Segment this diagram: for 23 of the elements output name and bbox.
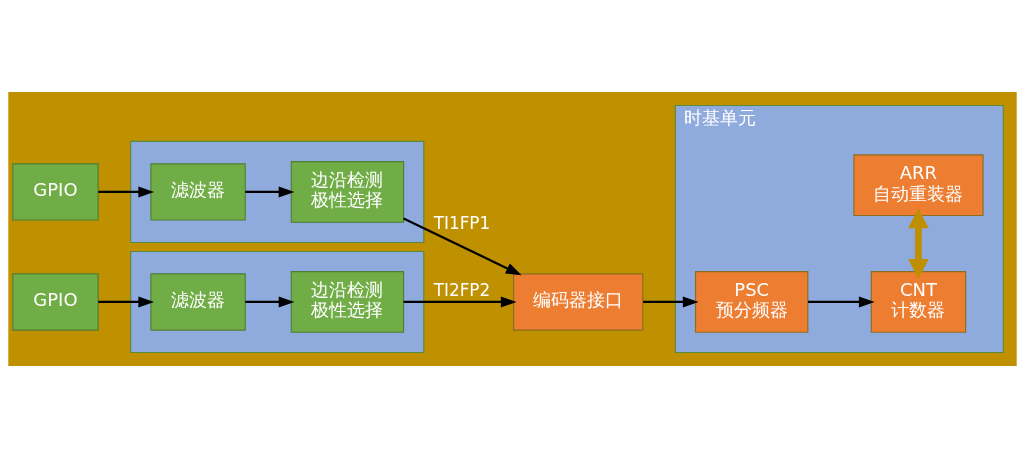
arrow	[245, 295, 295, 307]
arrow	[98, 185, 155, 197]
node-box: 滤波器	[150, 162, 246, 221]
node-box: ARR 自动重装器	[853, 153, 984, 216]
arrow	[403, 295, 517, 307]
node-box: PSC 预分频器	[695, 270, 809, 333]
node-box: 边沿检测 极性选择	[290, 160, 405, 223]
arrow	[808, 295, 875, 307]
node-box: CNT 计数器	[870, 270, 967, 333]
edge-label: TI2FP2	[433, 279, 491, 300]
node-box: 边沿检测 极性选择	[290, 270, 405, 333]
arrow	[245, 185, 295, 197]
node-box: GPIO	[12, 162, 99, 221]
node-box: GPIO	[12, 272, 99, 331]
arrow	[403, 216, 522, 275]
node-box: 滤波器	[150, 272, 246, 331]
arrow	[908, 208, 929, 279]
node-box: 编码器接口	[513, 272, 644, 331]
arrow	[98, 295, 155, 307]
cluster	[130, 140, 425, 243]
edge-label: TI1FP1	[433, 212, 491, 233]
cluster	[130, 250, 425, 353]
arrow	[643, 295, 699, 307]
